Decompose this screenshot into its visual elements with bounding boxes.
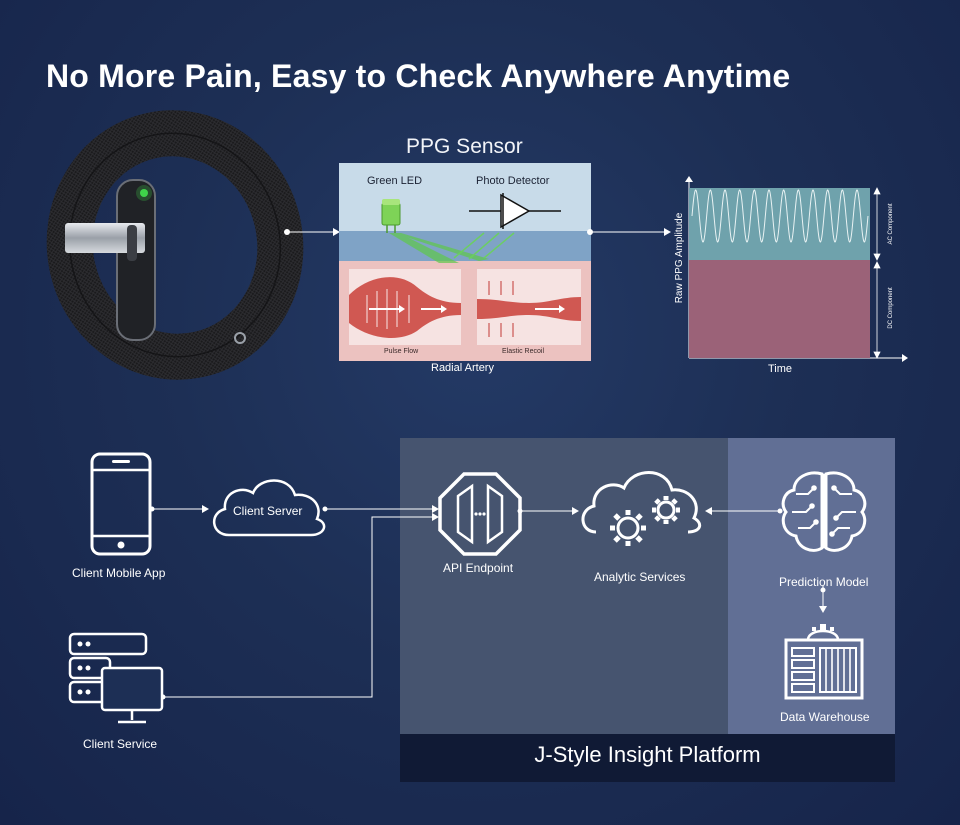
radial-artery-label: Radial Artery: [431, 362, 494, 374]
wristband-clasp: [65, 223, 145, 253]
data-warehouse-label: Data Warehouse: [780, 710, 870, 724]
mobile-phone-icon: [90, 452, 152, 556]
prediction-model-label: Prediction Model: [779, 575, 869, 589]
wristband-image: [46, 110, 304, 380]
client-server-label: Client Server: [233, 504, 303, 518]
photo-detector-icon: [469, 193, 561, 229]
green-led-icon: [381, 199, 401, 233]
analytic-services-label: Analytic Services: [594, 570, 686, 584]
brain-circuit-icon: [781, 471, 867, 552]
api-endpoint-icon: [438, 472, 522, 556]
ppg-sensor-title: PPG Sensor: [406, 135, 523, 158]
server-computer-icon: [68, 632, 164, 724]
photo-detector-label: Photo Detector: [476, 175, 550, 187]
chart-ylabel: Raw PPG Amplitude: [674, 212, 685, 303]
green-led-label: Green LED: [367, 175, 423, 187]
elastic-recoil-label: Elastic Recoil: [502, 348, 545, 355]
client-service-label: Client Service: [83, 737, 158, 751]
cloud-icon: [213, 479, 326, 537]
page-headline: No More Pain, Easy to Check Anywhere Any…: [46, 58, 791, 94]
arrow-sensor-to-chart: [587, 228, 671, 236]
wristband-led-indicator: [140, 189, 148, 197]
platform-name-bar: [400, 734, 895, 782]
pulse-flow-label: Pulse Flow: [384, 348, 419, 355]
ppg-waveform: [691, 189, 869, 243]
chart-xlabel: Time: [768, 363, 792, 375]
platform-panel-services: [400, 438, 728, 734]
dc-component-label: DC Component: [888, 287, 894, 329]
elastic-recoil-artery: [477, 269, 581, 345]
pulse-flow-artery: [349, 269, 461, 345]
platform-name: J-Style Insight Platform: [534, 742, 761, 767]
ac-component-label: AC Component: [888, 203, 894, 244]
data-warehouse-icon: [784, 624, 864, 700]
dc-component-band: [689, 260, 870, 358]
ppg-sensor-diagram: [339, 163, 591, 361]
arrow-wristband-to-sensor: [284, 228, 340, 236]
api-endpoint-label: API Endpoint: [443, 561, 514, 575]
ppg-signal-chart: AC Component DC Component Raw PPG Amplit…: [674, 176, 908, 375]
cloud-gears-icon: [581, 471, 702, 546]
client-mobile-app-label: Client Mobile App: [72, 566, 166, 580]
